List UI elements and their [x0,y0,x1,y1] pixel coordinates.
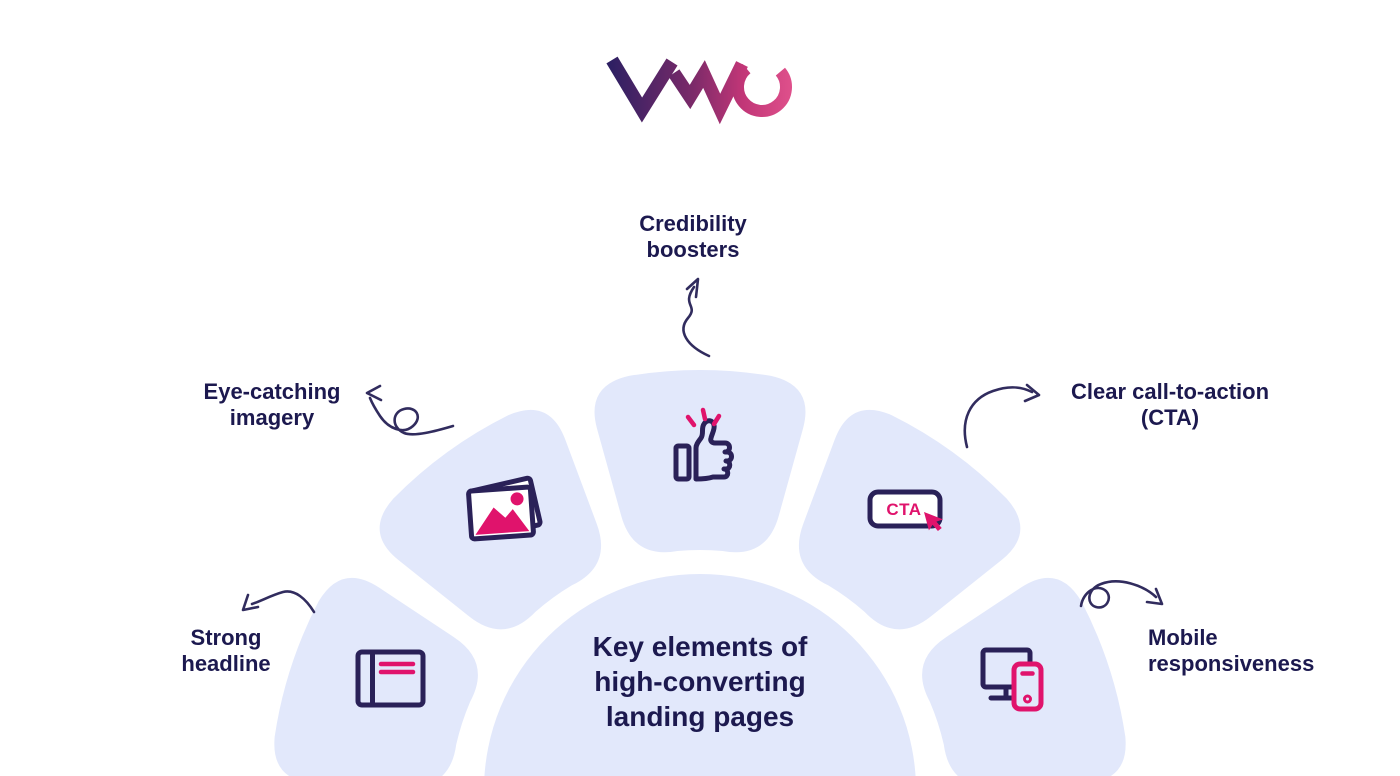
photo-sun [510,492,524,506]
photo-stack-icon [466,475,543,542]
thumb-hand [693,418,734,482]
arrow-to-mobile-responsiveness [1079,580,1164,609]
desktop-mobile-icon [980,647,1044,712]
title-line: Key elements of [592,631,808,662]
arrow-to-clear-cta [963,383,1041,449]
logo-letter-v [606,56,678,123]
arrowhead [241,593,260,612]
label-mobile-responsiveness: Mobile responsiveness [1148,625,1315,676]
arrowhead [685,277,700,299]
center-title: Key elements of high-converting landing … [593,629,808,734]
arrow-to-strong-headline [241,590,316,614]
photo-front-frame [466,484,536,542]
label-eye-catching-imagery: Eye-catching imagery [203,379,341,430]
title-line: high-converting [594,666,806,697]
thumbs-up-icon [673,407,734,482]
cursor-icon [924,512,944,532]
phone-button [1023,694,1032,704]
cta-button-icon: CTA [867,489,944,532]
arrowhead [1145,587,1164,606]
thumb-cuff [673,443,692,482]
cta-button-text: CTA [886,500,921,519]
sparkles-icon [685,407,722,428]
phone-icon [1011,661,1044,712]
arrow-to-credibility-boosters [682,277,711,358]
label-credibility-boosters: Credibility boosters [639,211,747,262]
photo-mountains [475,507,530,535]
arrow-to-eye-catching-imagery [365,384,455,436]
logo-letter-w [668,60,748,125]
petal-strong-headline [274,577,478,776]
center-dome [484,574,916,776]
label-strong-headline: Strong headline [181,625,271,676]
logo-letter-o [732,64,792,117]
label-clear-cta: Clear call-to-action (CTA) [1070,379,1270,430]
petal-credibility-boosters [594,369,806,553]
arrowhead [365,384,383,402]
title-line: landing pages [605,701,795,732]
vwo-logo [606,56,792,125]
headline-document-icon [355,649,426,708]
arrowhead [1023,383,1041,403]
